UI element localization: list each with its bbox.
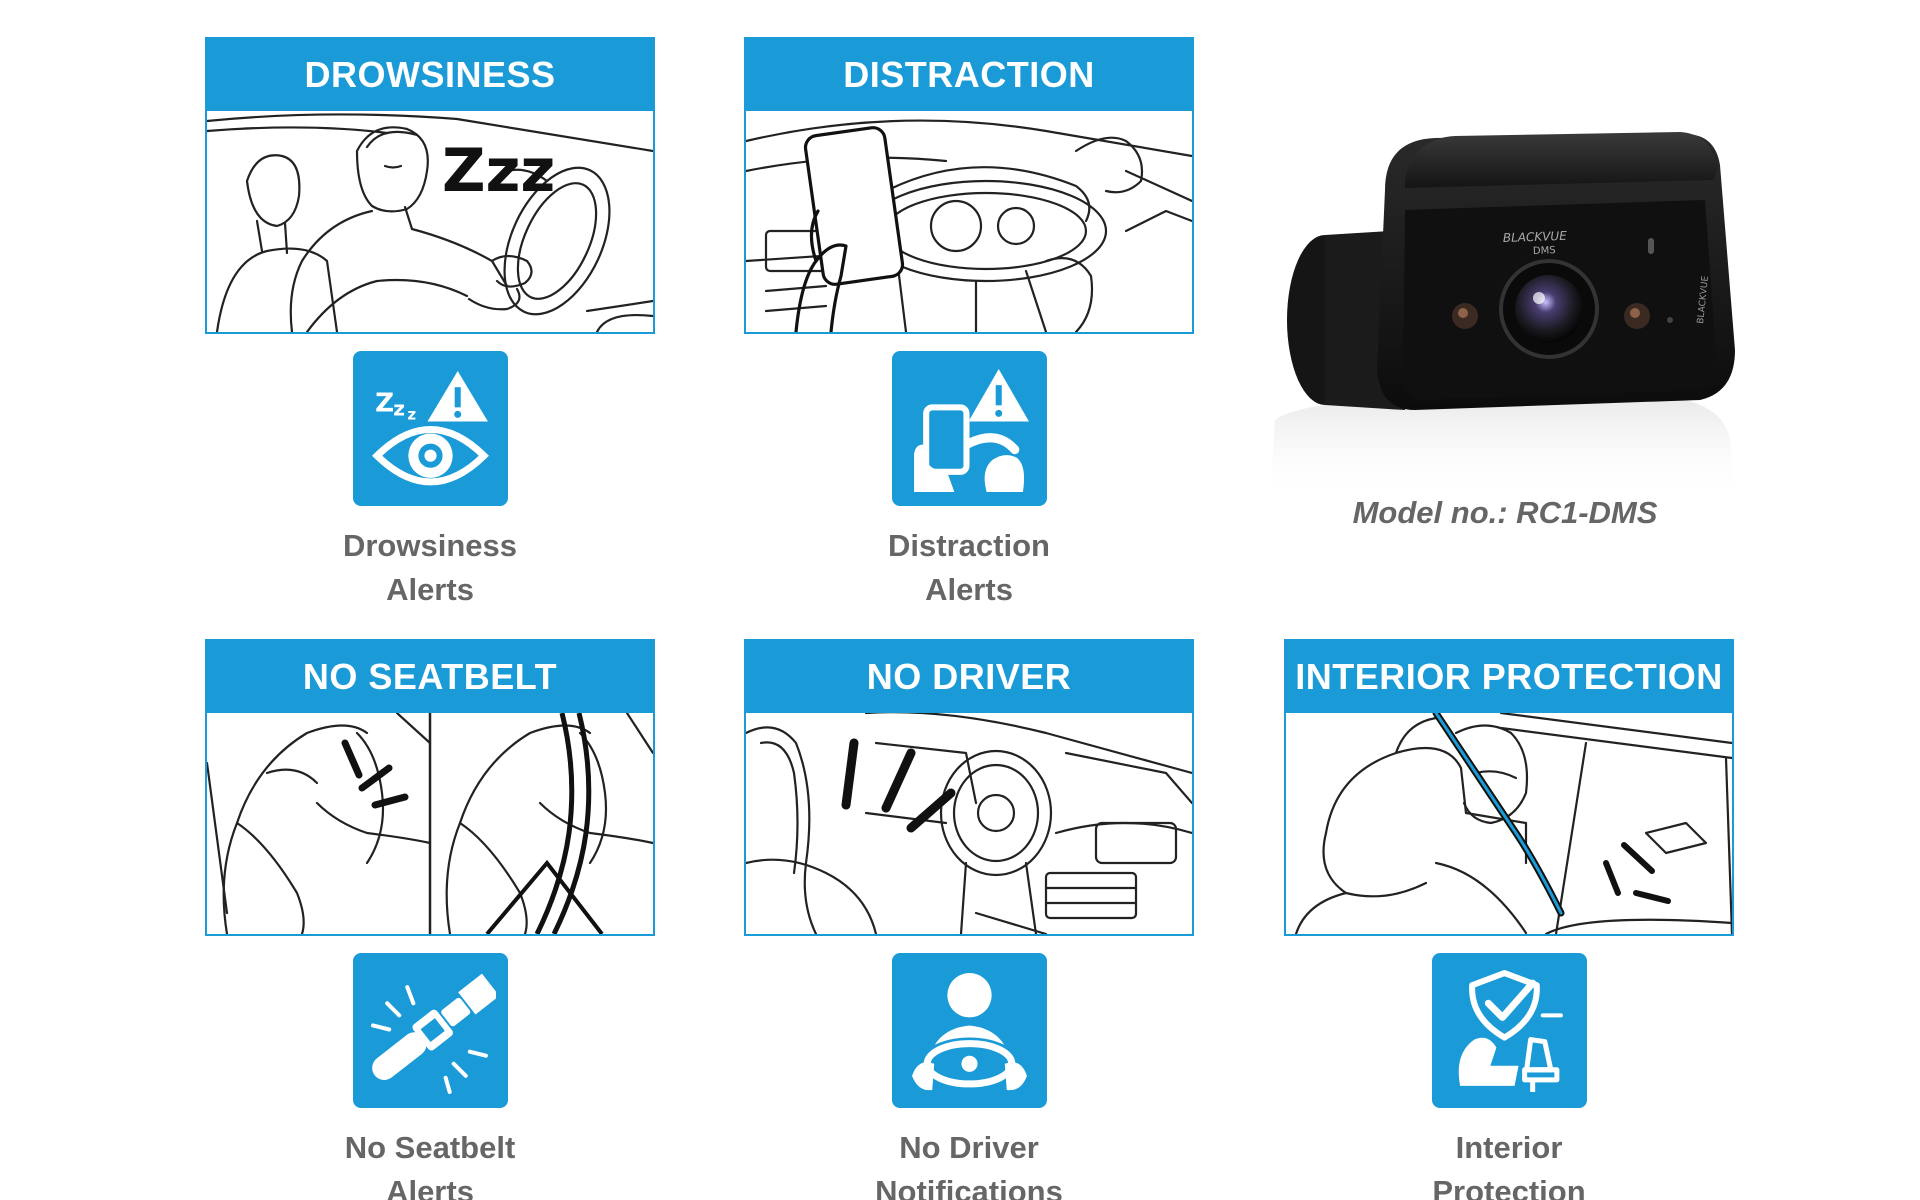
no-seatbelt-illustration [207,713,653,934]
sleep-zzz-text: Zzz [442,136,555,206]
drowsy-driver-illustration: Zzz [207,113,653,332]
seatbelt-buckle-icon [352,953,508,1108]
illustration-panel: INTERIOR PROTECTION [1284,639,1734,936]
distracted-driver-illustration [746,119,1192,332]
svg-text:z: z [393,396,405,420]
feature-card-interior-protection: INTERIOR PROTECTION [1284,639,1734,1200]
illustration-panel: DROWSINESS Zz [205,37,655,334]
dashcam-image: BLACKVUE DMS BLACKVUE [1270,132,1735,500]
svg-text:z: z [407,405,416,423]
feature-caption: Interior Protection [1432,1130,1586,1200]
brand-logo-front: BLACKVUE [1503,229,1568,245]
brand-logo-sub: DMS [1533,245,1556,257]
drowsiness-eye-icon: Z z z [352,351,508,506]
panel-title: DISTRACTION [746,39,1192,111]
shield-seat-icon [1431,953,1587,1108]
break-in-illustration [1294,713,1732,934]
feature-card-no-seatbelt: NO SEATBELT [205,639,655,1200]
feature-caption: Drowsiness Alerts [342,528,517,607]
feature-caption: Distraction Alerts [888,528,1050,607]
feature-card-no-driver: NO DRIVER [744,639,1194,1200]
illustration-panel: NO DRIVER [744,639,1194,936]
phone-distraction-icon [891,351,1047,506]
panel-title: DROWSINESS [207,39,653,111]
driver-steering-icon [891,953,1047,1108]
illustration-panel: DISTRACTION [744,37,1194,334]
feature-card-drowsiness: DROWSINESS Zz [205,37,655,612]
illustration-panel: NO SEATBELT [205,639,655,936]
svg-text:Z: Z [375,388,394,418]
panel-title: INTERIOR PROTECTION [1286,641,1732,713]
panel-title: NO SEATBELT [207,641,653,713]
feature-caption: No Driver Notifications [875,1130,1063,1200]
feature-card-distraction: DISTRACTION [744,37,1194,612]
panel-title: NO DRIVER [746,641,1192,713]
empty-seat-illustration [746,713,1192,934]
feature-caption: No Seatbelt Alerts [344,1130,516,1200]
model-number-label: Model no.: RC1-DMS [1352,495,1658,530]
product-dashcam: BLACKVUE DMS BLACKVUE Model no.: RC1-DMS [1265,120,1745,540]
